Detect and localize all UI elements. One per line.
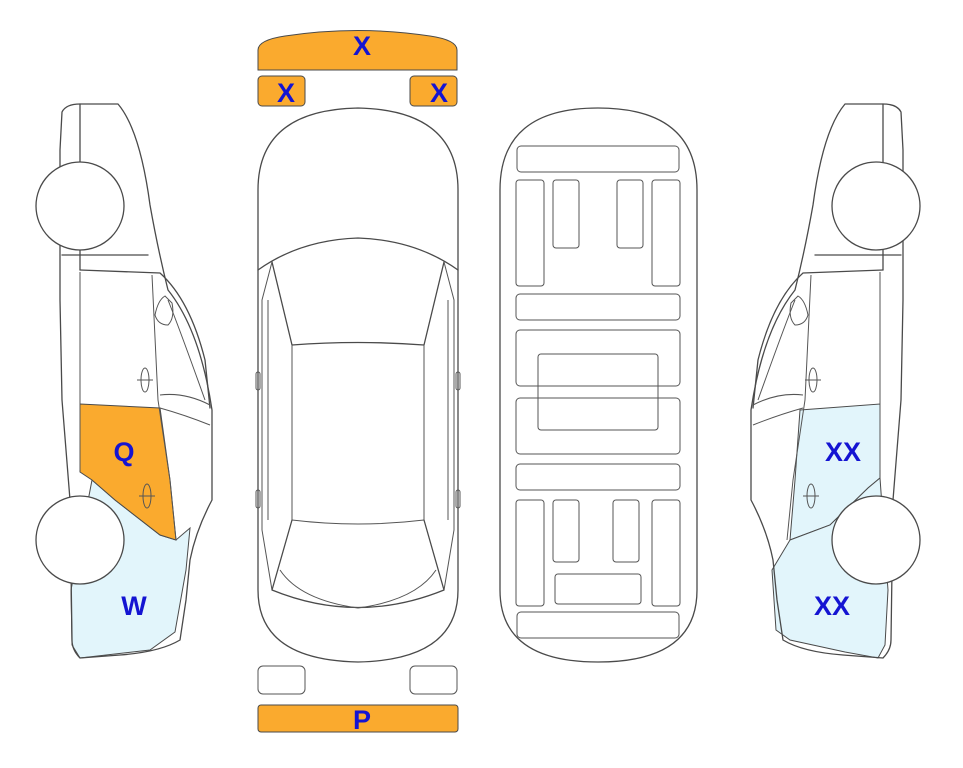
underside-view [499, 107, 698, 663]
damage-labels: X X X Q W XX XX P [113, 31, 861, 735]
right-front-wheel [831, 161, 921, 251]
front-bumper[interactable] [257, 30, 458, 71]
top-view [255, 30, 461, 733]
front-right-light[interactable] [409, 75, 458, 107]
rear-bumper-mark: P [353, 705, 371, 735]
left-rear-wheel [35, 495, 125, 585]
left-rear-door-panel[interactable] [79, 403, 177, 541]
right-side-view [750, 103, 921, 659]
front-bumper-mark: X [353, 31, 371, 61]
rear-bumper[interactable] [257, 704, 459, 733]
front-right-light-mark: X [430, 78, 448, 108]
left-rear-door-mark: Q [113, 437, 134, 467]
right-rear-quarter-mark: XX [814, 591, 850, 621]
front-left-light-mark: X [277, 78, 295, 108]
left-side-view [35, 103, 213, 659]
left-front-wheel [35, 161, 125, 251]
left-rear-quarter-mark: W [121, 591, 147, 621]
front-left-light[interactable] [257, 75, 306, 107]
right-rear-door-mark: XX [825, 437, 861, 467]
right-rear-wheel [831, 495, 921, 585]
